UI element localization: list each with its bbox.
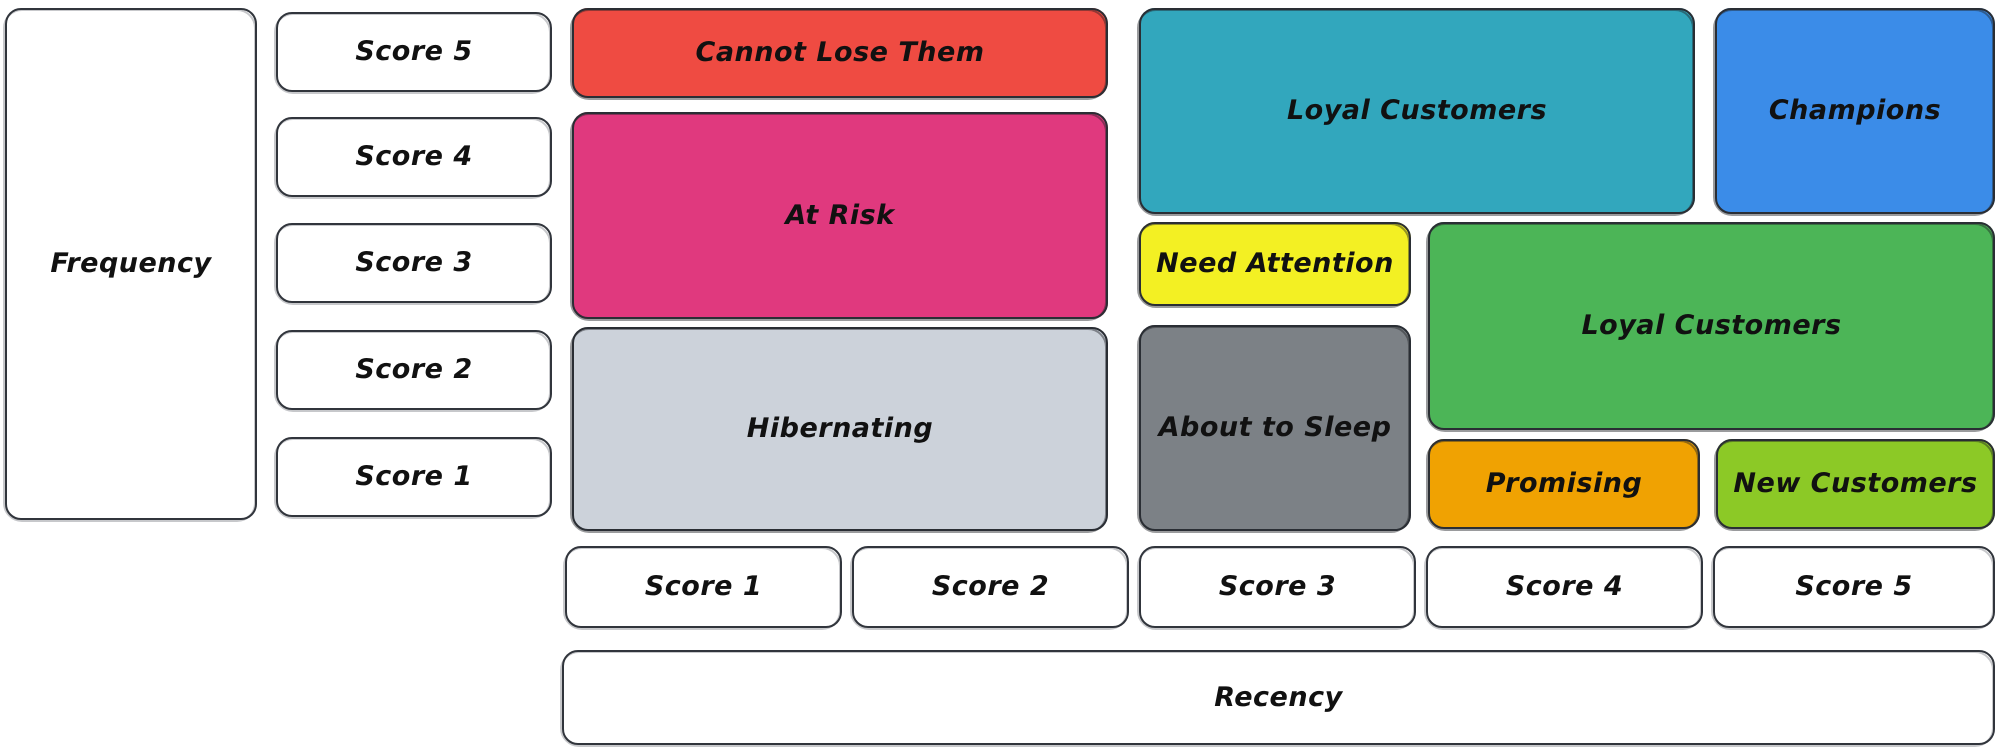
x-score-box-5[interactable]: Score 5 (1711, 546, 1995, 630)
y-score-box-2[interactable]: Score 2 (274, 330, 552, 412)
segment-label-new-customers: New Customers (1733, 468, 1978, 500)
y-score-label-3: Score 3 (355, 247, 473, 279)
x-score-box-3[interactable]: Score 3 (1137, 546, 1416, 630)
segment-need-attention[interactable]: Need Attention (1137, 222, 1411, 308)
recency-axis-label-text: Recency (1214, 681, 1343, 713)
y-score-label-2: Score 2 (355, 354, 473, 386)
segment-label-about-to-sleep: About to Sleep (1158, 412, 1392, 444)
x-score-box-1[interactable]: Score 1 (563, 546, 842, 630)
frequency-axis-label: Frequency (3, 8, 257, 522)
segment-label-loyal-customers-green: Loyal Customers (1581, 310, 1842, 342)
segment-cannot-lose-them[interactable]: Cannot Lose Them (570, 8, 1108, 100)
y-score-box-4[interactable]: Score 4 (274, 117, 552, 199)
segment-loyal-customers-green[interactable]: Loyal Customers (1426, 222, 1995, 432)
segment-champions[interactable]: Champions (1713, 8, 1995, 216)
x-score-label-4: Score 4 (1505, 571, 1624, 603)
segment-label-loyal-customers-teal: Loyal Customers (1286, 95, 1548, 127)
segment-label-hibernating: Hibernating (746, 413, 934, 445)
segment-promising[interactable]: Promising (1426, 439, 1700, 531)
recency-axis-label: Recency (560, 650, 1995, 747)
x-score-label-2: Score 2 (931, 571, 1050, 603)
segment-loyal-customers-teal[interactable]: Loyal Customers (1137, 8, 1695, 216)
segment-at-risk[interactable]: At Risk (570, 112, 1108, 321)
y-score-label-1: Score 1 (355, 461, 473, 493)
segment-label-promising: Promising (1485, 468, 1643, 500)
x-score-label-5: Score 5 (1795, 571, 1913, 603)
segment-new-customers[interactable]: New Customers (1714, 439, 1995, 531)
segment-label-need-attention: Need Attention (1156, 248, 1394, 280)
segment-about-to-sleep[interactable]: About to Sleep (1137, 325, 1411, 533)
segment-hibernating[interactable]: Hibernating (570, 327, 1108, 533)
y-score-label-4: Score 4 (355, 141, 473, 173)
segment-label-cannot-lose-them: Cannot Lose Them (695, 37, 985, 69)
y-score-box-3[interactable]: Score 3 (274, 223, 552, 305)
x-score-label-1: Score 1 (644, 571, 763, 603)
y-score-label-5: Score 5 (355, 36, 473, 68)
x-score-label-3: Score 3 (1218, 571, 1337, 603)
frequency-axis-label-text: Frequency (50, 248, 212, 280)
y-score-box-5[interactable]: Score 5 (274, 12, 552, 94)
segment-label-champions: Champions (1768, 95, 1942, 127)
x-score-box-2[interactable]: Score 2 (850, 546, 1129, 630)
y-score-box-1[interactable]: Score 1 (274, 437, 552, 519)
segment-label-at-risk: At Risk (785, 199, 895, 231)
x-score-box-4[interactable]: Score 4 (1424, 546, 1703, 630)
